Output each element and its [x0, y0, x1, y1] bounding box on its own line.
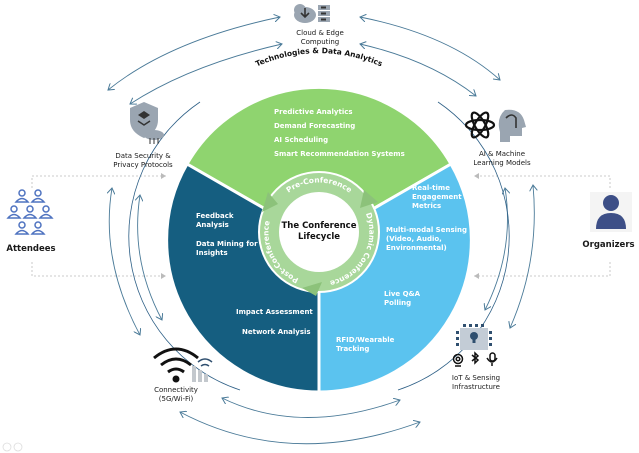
slide-icon	[2, 442, 12, 452]
dashed-line-attendees-top	[31, 173, 166, 188]
text-line: Engagement	[412, 193, 462, 201]
cloud-server-icon	[294, 4, 330, 23]
arrow-cloud-security-outer	[108, 17, 280, 90]
text-line: RFID/Wearable	[336, 336, 395, 344]
tech-line1: IoT & Sensing	[451, 374, 501, 382]
arrow-cloud-ai-inner	[360, 44, 476, 96]
dashed-line-organizers-bottom	[474, 262, 611, 279]
text-line: Analysis	[196, 221, 229, 229]
tech-line1: AI & Machine	[478, 150, 526, 158]
tech-line2: Computing	[300, 38, 340, 46]
text-line: Feedback	[196, 212, 234, 220]
arrow-connectivity-iot-inner	[222, 398, 400, 418]
tech-label-ai: AI & Machine Learning Models	[462, 150, 542, 168]
tech-line1: Data Security &	[115, 152, 171, 160]
arrow-security-connectivity-inner	[138, 195, 162, 320]
arrow-cloud-ai-outer	[360, 17, 500, 80]
signal-bars-icon	[192, 358, 213, 382]
post-item: Impact Assessment	[236, 308, 313, 316]
head-gear-icon	[498, 109, 526, 142]
shield-cloud-icon	[130, 102, 164, 144]
dynamic-item-rfid: RFID/Wearable Tracking	[336, 336, 394, 354]
pre-item: Smart Recommendation Systems	[274, 150, 405, 158]
tech-label-connectivity: Connectivity (5G/Wi-Fi)	[138, 386, 214, 404]
lifecycle-center	[279, 192, 359, 272]
tech-line2: Privacy Protocols	[113, 161, 173, 169]
text-line: Polling	[384, 299, 412, 307]
webcam-bluetooth-mic-icon	[452, 351, 498, 367]
text-line: Data Mining for	[196, 240, 258, 248]
tech-label-security: Data Security & Privacy Protocols	[98, 152, 188, 170]
dynamic-item-qa: Live Q&A Polling	[384, 290, 420, 308]
dynamic-item-sensing: Multi-modal Sensing (Video, Audio, Envir…	[386, 226, 467, 253]
arrow-connectivity-iot-outer	[180, 412, 420, 445]
outer-ring-left	[128, 101, 241, 391]
text-line: Live Q&A	[384, 290, 421, 298]
cycle-arrowhead-post	[262, 192, 278, 212]
more-icon	[13, 442, 23, 452]
chip-sensor-icon	[456, 324, 492, 350]
text-line: Insights	[196, 249, 228, 257]
pre-item: AI Scheduling	[274, 136, 329, 144]
pre-item: Predictive Analytics	[274, 108, 353, 116]
text-line: (Video, Audio,	[386, 235, 442, 243]
tech-label-cloud: Cloud & Edge Computing	[278, 29, 362, 47]
arrow-ai-iot-inner	[485, 188, 508, 310]
post-item-feedback: Feedback Analysis	[196, 212, 234, 230]
people-group-icon	[6, 189, 54, 235]
text-line: Tracking	[336, 345, 370, 353]
pre-item: Demand Forecasting	[274, 122, 356, 130]
dashed-line-attendees-bottom	[31, 262, 166, 279]
text-line: Real-time	[412, 184, 450, 192]
outer-ring-right	[397, 101, 510, 391]
tech-line1: Cloud & Edge	[296, 29, 344, 37]
post-item-datamining: Data Mining for Insights	[196, 240, 258, 258]
center-title-line1: The Conference	[281, 221, 357, 231]
tech-line2: (5G/Wi-Fi)	[158, 395, 194, 403]
text-line: Environmental)	[386, 244, 447, 252]
atom-icon	[464, 111, 496, 139]
dashed-line-organizers-top	[474, 173, 611, 188]
arrow-security-connectivity-outer	[109, 188, 140, 335]
actor-attendees: Attendees	[6, 244, 56, 254]
actor-organizers: Organizers	[582, 240, 635, 250]
arrow-cloud-security-inner	[130, 44, 282, 104]
arrow-ai-iot-outer	[510, 185, 534, 328]
cycle-arrowhead-pre	[360, 190, 378, 208]
flow-arrows	[108, 17, 534, 445]
tech-line2: Learning Models	[473, 159, 531, 167]
cycle-arrowhead-dynamic	[302, 282, 322, 296]
person-icon	[590, 192, 632, 232]
dynamic-item-engagement: Real-time Engagement Metrics	[412, 184, 462, 211]
text-line: Multi-modal Sensing	[386, 226, 468, 234]
text-line: Metrics	[412, 202, 442, 210]
tech-label-iot: IoT & Sensing Infrastructure	[434, 374, 518, 392]
center-title: The Conference Lifecycle	[280, 221, 358, 243]
tech-line2: Infrastructure	[452, 383, 500, 391]
tech-line1: Connectivity	[154, 386, 198, 394]
outer-ring-label: Technologies & Data Analytics	[254, 46, 384, 69]
center-title-line2: Lifecycle	[297, 232, 341, 242]
wifi-icon	[153, 347, 199, 383]
post-item: Network Analysis	[242, 328, 311, 336]
